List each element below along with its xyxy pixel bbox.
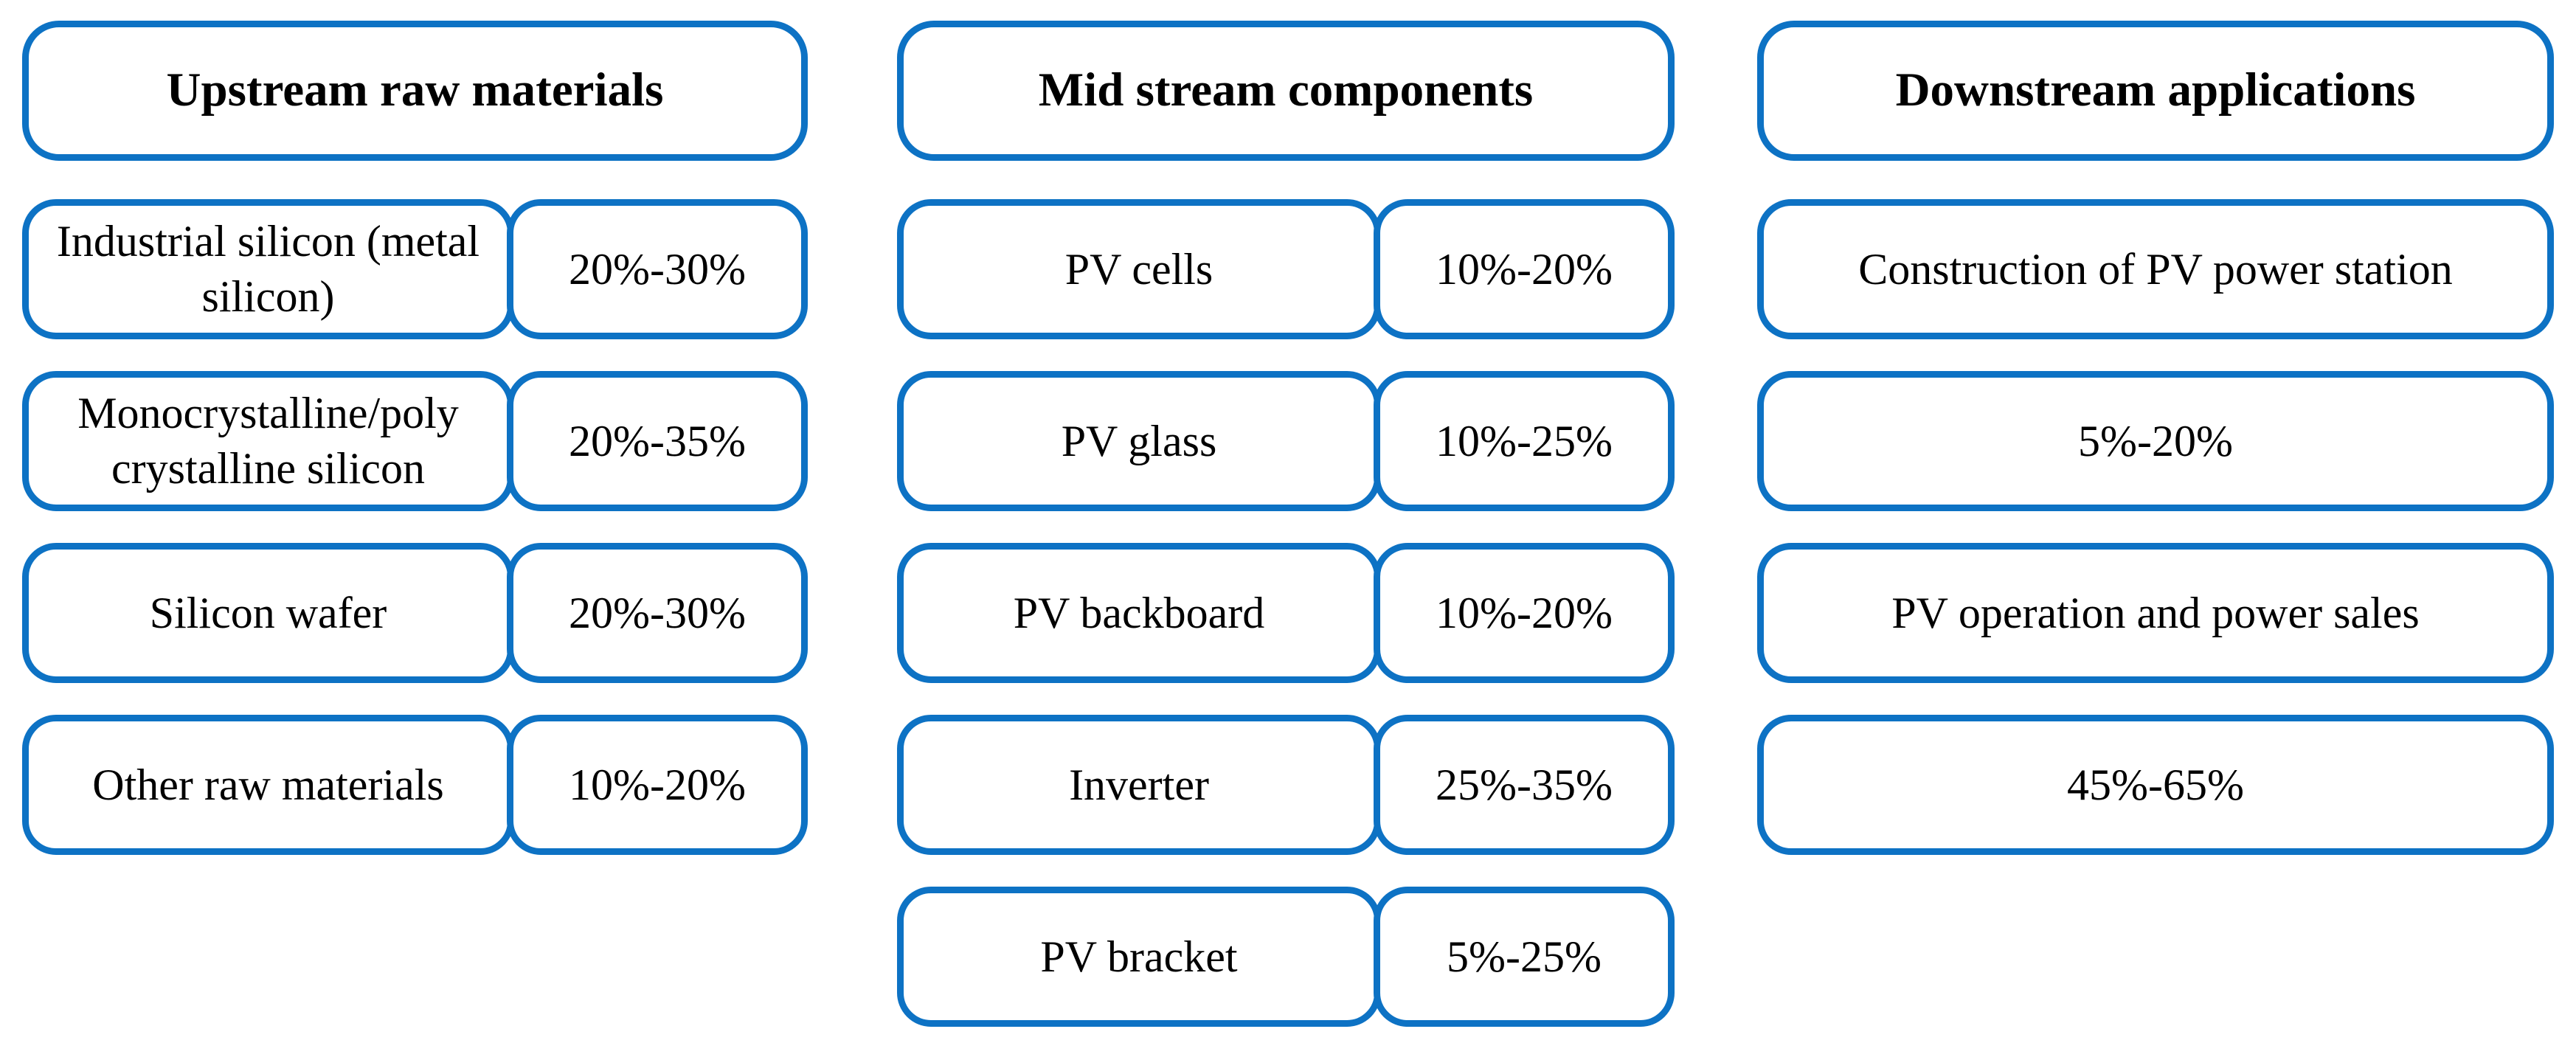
value-label: 45%-65% [2067,760,2244,809]
row-construction-share: 5%-20% [1757,371,2554,511]
item-label: PV cells [1064,244,1213,294]
value-box: 10%-20% [1374,543,1675,683]
value-label: 25%-35% [1436,760,1613,809]
item-label: PV glass [1061,416,1217,465]
item-label: Construction of PV power station [1858,244,2453,294]
value-box: 45%-65% [1757,715,2554,855]
item-box: Industrial silicon (metal silicon) [22,199,514,339]
stage-header-label: Mid stream components [1038,63,1534,117]
stage-header-label: Upstream raw materials [166,63,664,117]
value-box: 5%-20% [1757,371,2554,511]
value-box: 20%-30% [507,543,808,683]
value-box: 20%-30% [507,199,808,339]
value-box: 5%-25% [1374,887,1675,1027]
column-downstream: Downstream applications Construction of … [1757,21,2554,855]
stage-header-upstream: Upstream raw materials [22,21,808,161]
item-label: Silicon wafer [149,588,387,637]
item-label: Industrial silicon (metal silicon) [56,217,480,321]
value-label: 10%-25% [1436,416,1613,465]
row-pv-cells: PV cells 10%-20% [897,199,1675,339]
row-pv-backboard: PV backboard 10%-20% [897,543,1675,683]
value-label: 10%-20% [1436,588,1613,637]
value-label: 20%-30% [569,588,746,637]
value-label: 10%-20% [1436,244,1613,294]
item-box: Construction of PV power station [1757,199,2554,339]
value-box: 10%-20% [1374,199,1675,339]
value-box: 25%-35% [1374,715,1675,855]
row-operation-share: 45%-65% [1757,715,2554,855]
value-label: 20%-30% [569,244,746,294]
item-label: PV backboard [1013,588,1265,637]
item-label: Other raw materials [92,760,444,809]
row-monocrystalline: Monocrystalline/poly crystalline silicon… [22,371,808,511]
item-box: Other raw materials [22,715,514,855]
item-box: PV backboard [897,543,1381,683]
row-pv-operation-power-sales: PV operation and power sales [1757,543,2554,683]
item-box: PV glass [897,371,1381,511]
item-label: Inverter [1069,760,1209,809]
row-inverter: Inverter 25%-35% [897,715,1675,855]
item-box: Silicon wafer [22,543,514,683]
row-construction-pv-power-station: Construction of PV power station [1757,199,2554,339]
item-label: PV operation and power sales [1891,588,2420,637]
row-pv-bracket: PV bracket 5%-25% [897,887,1675,1027]
value-label: 10%-20% [569,760,746,809]
value-box: 10%-25% [1374,371,1675,511]
row-silicon-wafer: Silicon wafer 20%-30% [22,543,808,683]
value-label: 5%-25% [1447,932,1602,981]
value-label: 5%-20% [2078,416,2233,465]
stage-header-downstream: Downstream applications [1757,21,2554,161]
item-label: Monocrystalline/poly crystalline silicon [77,389,459,493]
column-midstream: Mid stream components PV cells 10%-20% P… [897,21,1675,1027]
stage-header-label: Downstream applications [1895,63,2416,117]
item-box: PV operation and power sales [1757,543,2554,683]
row-other-raw-materials: Other raw materials 10%-20% [22,715,808,855]
item-box: PV bracket [897,887,1381,1027]
item-box: Inverter [897,715,1381,855]
value-box: 20%-35% [507,371,808,511]
stage-header-midstream: Mid stream components [897,21,1675,161]
item-label: PV bracket [1040,932,1238,981]
value-label: 20%-35% [569,416,746,465]
item-box: PV cells [897,199,1381,339]
column-upstream: Upstream raw materials Industrial silico… [22,21,808,855]
row-pv-glass: PV glass 10%-25% [897,371,1675,511]
item-box: Monocrystalline/poly crystalline silicon [22,371,514,511]
row-industrial-silicon: Industrial silicon (metal silicon) 20%-3… [22,199,808,339]
value-box: 10%-20% [507,715,808,855]
